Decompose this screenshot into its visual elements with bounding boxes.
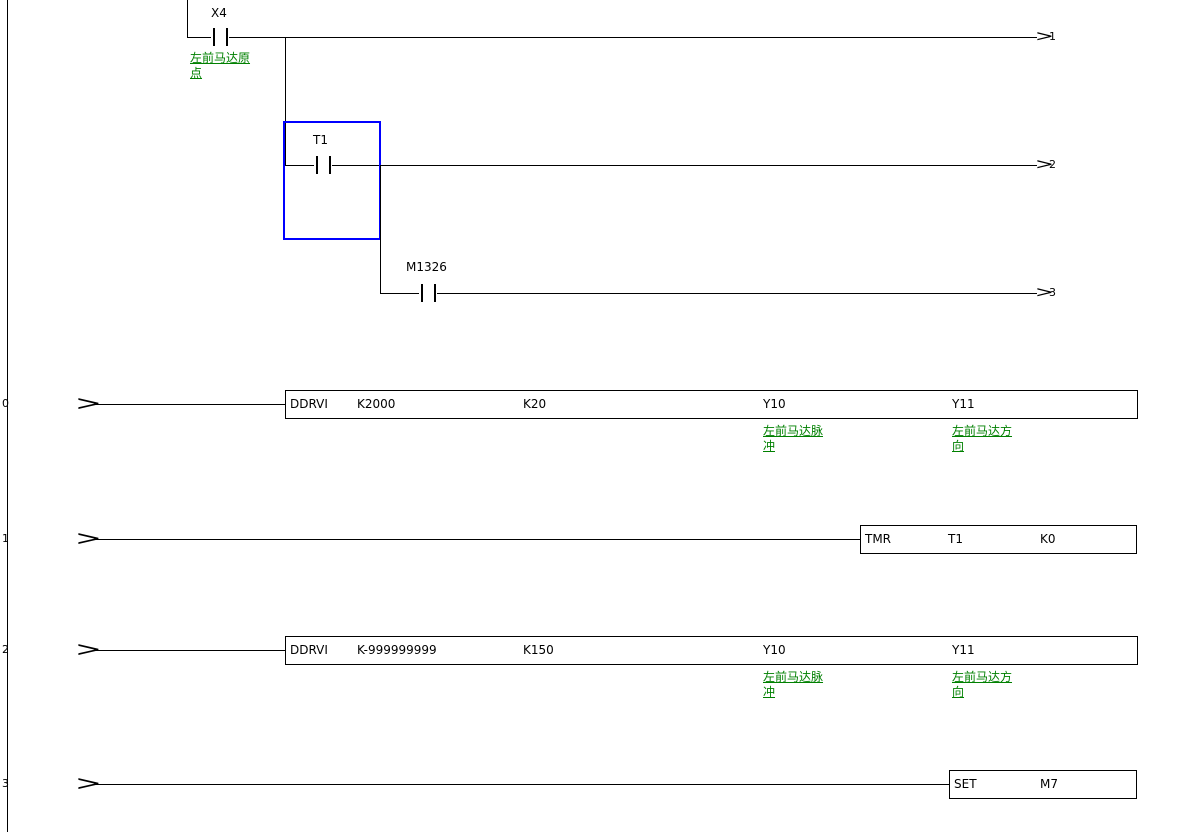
selection-cursor [283, 121, 381, 240]
continuation-out-arrow-2: > [1035, 155, 1054, 173]
wire-segment [95, 404, 285, 405]
continuation-in-arrow-2: > [75, 637, 102, 661]
contact-bar [213, 28, 215, 46]
wire-segment [380, 165, 381, 294]
wire-segment [229, 37, 1037, 38]
instruction-arg: T1 [948, 532, 963, 546]
wire-segment [187, 37, 211, 38]
contact-bar [434, 284, 436, 302]
instruction-arg: Y11 [952, 643, 975, 657]
continuation-out-arrow-1: > [1035, 27, 1054, 45]
instruction-box-ddrvi-2[interactable] [285, 636, 1138, 665]
device-label-x4: X4 [211, 6, 227, 20]
instruction-arg: Y11 [952, 397, 975, 411]
instruction-arg: Y10 [763, 643, 786, 657]
wire-segment [285, 37, 286, 166]
contact-x4[interactable] [211, 27, 229, 47]
rung-index-1: 1 [2, 532, 9, 545]
wire-segment [437, 293, 1037, 294]
device-comment-y11: 左前马达方 向 [952, 424, 1013, 453]
continuation-in-arrow-0: > [75, 391, 102, 415]
contact-bar [421, 284, 423, 302]
device-comment-x4: 左前马达原 点 [190, 51, 251, 80]
contact-t1[interactable] [314, 155, 332, 175]
continuation-out-arrow-3: > [1035, 283, 1054, 301]
rung-index-3: 3 [2, 777, 9, 790]
wire-segment [95, 539, 860, 540]
continuation-out-number-3: 3 [1049, 286, 1056, 299]
wire-segment [95, 650, 285, 651]
rung-index-0: 0 [2, 397, 9, 410]
instruction-box-ddrvi-0[interactable] [285, 390, 1138, 419]
instruction-op: SET [954, 777, 977, 791]
instruction-op: DDRVI [290, 643, 328, 657]
device-comment-y10: 左前马达脉 冲 [763, 424, 824, 453]
instruction-arg: K150 [523, 643, 554, 657]
device-comment-y10: 左前马达脉 冲 [763, 670, 824, 699]
instruction-arg: Y10 [763, 397, 786, 411]
instruction-arg: M7 [1040, 777, 1058, 791]
contact-bar [226, 28, 228, 46]
continuation-in-arrow-3: > [75, 771, 102, 795]
device-comment-y11: 左前马达方 向 [952, 670, 1013, 699]
wire-segment [95, 784, 949, 785]
contact-m1326[interactable] [419, 283, 437, 303]
instruction-arg: K0 [1040, 532, 1056, 546]
left-power-rail [7, 0, 8, 832]
wire-segment [332, 165, 1037, 166]
continuation-out-number-2: 2 [1049, 158, 1056, 171]
continuation-in-arrow-1: > [75, 526, 102, 550]
instruction-arg: K20 [523, 397, 547, 411]
wire-segment [187, 0, 188, 38]
device-label-t1: T1 [313, 133, 328, 147]
wire-segment [285, 165, 314, 166]
instruction-arg: K-999999999 [357, 643, 437, 657]
wire-segment [380, 293, 419, 294]
instruction-arg: K2000 [357, 397, 396, 411]
instruction-box-set[interactable] [949, 770, 1137, 799]
contact-bar [316, 156, 318, 174]
device-label-m1326: M1326 [406, 260, 447, 274]
continuation-out-number-1: 1 [1049, 30, 1056, 43]
contact-bar [329, 156, 331, 174]
instruction-op: TMR [865, 532, 892, 546]
instruction-op: DDRVI [290, 397, 328, 411]
rung-index-2: 2 [2, 643, 9, 656]
instruction-box-tmr[interactable] [860, 525, 1137, 554]
